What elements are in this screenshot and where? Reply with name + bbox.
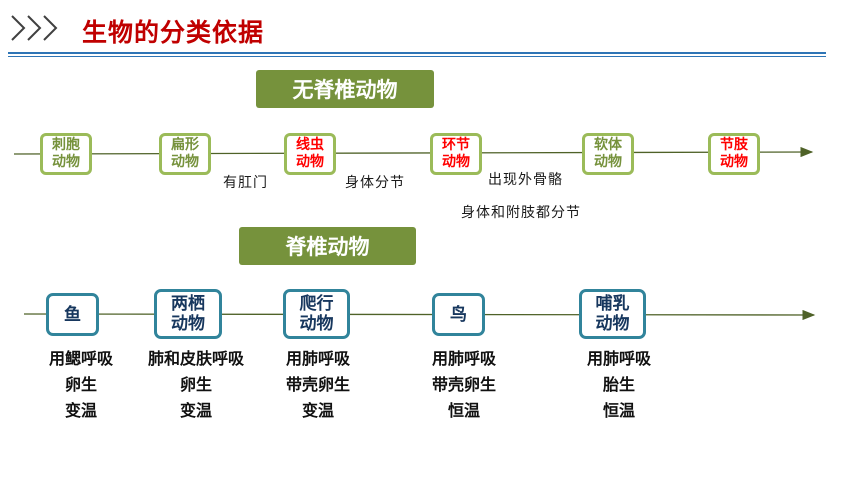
- invertebrate-banner: 无脊椎动物: [256, 70, 434, 108]
- features-birds: 用肺呼吸 带壳卵生 恒温: [431, 349, 496, 420]
- group-arthropoda: 节肢 动物: [708, 133, 760, 175]
- chevron-right-icon: [11, 15, 58, 41]
- group-amphibians: 两栖 动物: [154, 289, 222, 339]
- note-segmentation: 身体分节: [345, 175, 405, 191]
- vertebrate-arrow: [23, 309, 816, 321]
- group-annelida: 环节 动物: [430, 133, 482, 175]
- note-appendage-segmentation: 身体和附肢都分节: [461, 205, 581, 221]
- note-exoskeleton: 出现外骨骼: [488, 172, 563, 188]
- group-platyhelminthes: 扁形 动物: [159, 133, 211, 175]
- note-anus: 有肛门: [223, 175, 268, 191]
- vertebrate-banner: 脊椎动物: [239, 227, 416, 265]
- group-birds: 鸟: [432, 293, 485, 336]
- group-reptiles: 爬行 动物: [283, 289, 350, 339]
- features-mammals: 用肺呼吸 胎生 恒温: [586, 349, 651, 420]
- title-divider: [8, 52, 826, 54]
- invertebrate-arrow: [13, 146, 814, 158]
- page-title: 生物的分类依据: [82, 18, 265, 47]
- group-fish: 鱼: [46, 293, 99, 336]
- features-reptiles: 用肺呼吸 带壳卵生 变温: [285, 349, 350, 420]
- features-amphibians: 肺和皮肤呼吸 卵生 变温: [147, 349, 244, 420]
- group-mollusca: 软体 动物: [582, 133, 634, 175]
- features-fish: 用鳃呼吸 卵生 变温: [48, 349, 113, 420]
- group-nematoda: 线虫 动物: [284, 133, 336, 175]
- group-cnidaria: 刺胞 动物: [40, 133, 92, 175]
- title-divider-thin: [8, 56, 826, 57]
- group-mammals: 哺乳 动物: [579, 289, 646, 339]
